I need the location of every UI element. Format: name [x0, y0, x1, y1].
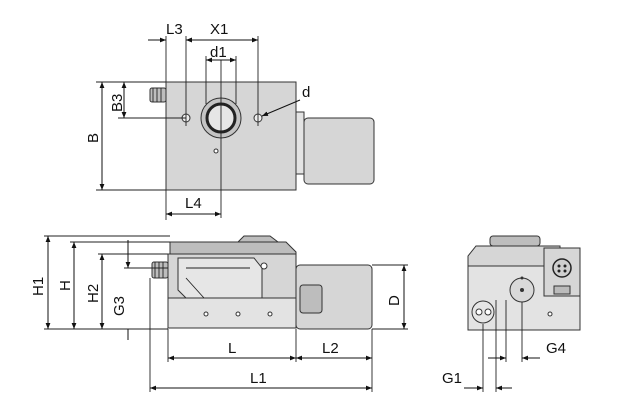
front-view-connector — [151, 261, 169, 279]
front-view-jaw — [236, 235, 280, 243]
dim-B3: B3 — [109, 94, 126, 112]
front-view-top-plate — [169, 241, 297, 255]
side-view-connector — [552, 258, 572, 278]
side-view: G4 G1 — [442, 235, 581, 392]
top-view-motor — [303, 117, 375, 185]
dim-d1: d1 — [210, 44, 227, 61]
front-view-window — [177, 257, 263, 299]
dim-L1: L1 — [250, 370, 267, 387]
front-view: H1 H H2 G3 D L L2 L1 — [30, 235, 408, 392]
dim-G3: G3 — [111, 296, 128, 316]
side-view-port — [471, 300, 495, 324]
front-view-motor-cap — [299, 284, 323, 314]
top-view: L3 X1 d1 d B3 B L4 — [85, 21, 375, 220]
top-view-connector — [149, 87, 167, 103]
dim-H1: H1 — [30, 277, 47, 296]
dim-G1: G1 — [442, 370, 462, 387]
dim-L3: L3 — [166, 21, 183, 38]
dim-D: D — [386, 295, 403, 306]
top-view-pin — [213, 148, 219, 154]
dim-H: H — [57, 280, 74, 291]
dim-G4: G4 — [546, 340, 566, 357]
top-view-body — [165, 81, 297, 191]
dim-L: L — [228, 340, 236, 357]
dim-H2: H2 — [85, 284, 102, 303]
dim-L2: L2 — [322, 340, 339, 357]
side-view-jaw — [489, 235, 541, 247]
dim-B: B — [85, 133, 102, 143]
dim-L4: L4 — [185, 195, 202, 212]
dim-d: d — [302, 84, 310, 101]
dim-X1: X1 — [210, 21, 228, 38]
front-view-base — [167, 297, 297, 329]
top-view-step — [295, 111, 305, 175]
